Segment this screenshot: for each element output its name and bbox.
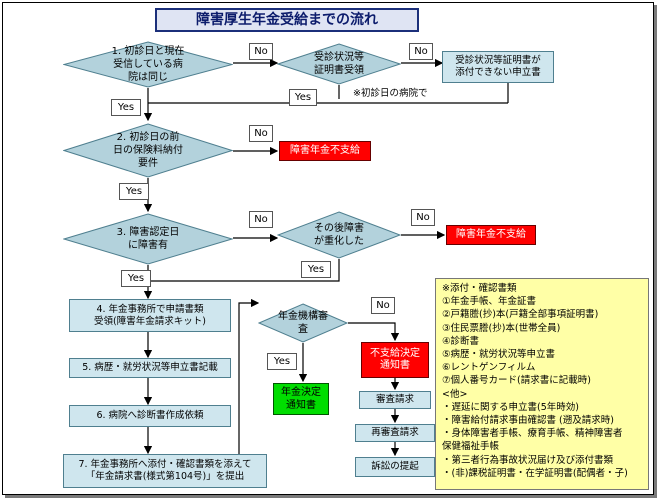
box-cert-missing-statement: 受診状況等証明書が 添付できない申立書 xyxy=(442,51,554,83)
label-yes-6: Yes xyxy=(267,353,297,370)
document-item: ②戸籍謄(抄)本(戸籍全部事項証明書) xyxy=(442,309,599,321)
review-request: 審査請求 xyxy=(359,391,431,409)
document-item: ・障害給付請求事由確認書 (遡及請求時) xyxy=(442,415,614,427)
note-first-visit-hospital: ※初診日の病院で xyxy=(353,88,428,99)
decision-pension-review: 年金機構審 査 xyxy=(258,303,348,343)
document-item: ⑥レントゲンフィルム xyxy=(442,362,536,374)
decision-disability-at-recognition: 3. 障害認定日 に障害有 xyxy=(63,213,233,265)
label-yes-5: Yes xyxy=(301,261,331,278)
page-title: 障害厚生年金受給までの流れ xyxy=(155,8,419,32)
label-no-6: No xyxy=(371,297,395,314)
label-no-4: No xyxy=(249,211,273,228)
step-5-medical-history-statement: 5. 病歴・就労状況等申立書記載 xyxy=(69,358,231,378)
result-no-pay-1: 障害年金不支給 xyxy=(279,141,371,161)
document-item: ・(非)課税証明書・在学証明書(配偶者・子) xyxy=(442,467,628,479)
document-item: ④診断書 xyxy=(442,335,480,347)
documents-heading: ※添付・確認書類 xyxy=(442,283,517,294)
decision-premium-requirement: 2. 初診日の前 日の保険料納付 要件 xyxy=(63,123,233,178)
label-no-1: No xyxy=(249,43,273,60)
no-pay-decision-notice: 不支給決定 通知書 xyxy=(361,342,429,378)
document-item: ①年金手帳、年金証書 xyxy=(442,296,537,308)
result-no-pay-2: 障害年金不支給 xyxy=(446,225,536,245)
label-yes-3: Yes xyxy=(119,183,149,200)
label-yes-4: Yes xyxy=(121,270,151,287)
step-6-request-diagnosis: 6. 病院へ診断書作成依頼 xyxy=(69,405,231,427)
document-item: ・遅延に関する申立書(5年時効) xyxy=(442,401,579,413)
document-item: ③住民票謄(抄)本(世帯全員) xyxy=(442,322,561,334)
document-item: ・身体障害者手帳、療育手帳、精神障害者 xyxy=(442,428,623,440)
decision-cert-received: 受診状況等 証明書受領 xyxy=(277,43,401,85)
step-7-submit-application: 7. 年金事務所へ添付・確認書類を添えて 「年金請求書(様式第104号)」を提出 xyxy=(63,454,267,488)
label-no-2: No xyxy=(409,43,433,60)
pension-decision-notice: 年金決定 通知書 xyxy=(273,383,329,415)
decision-same-hospital: 1. 初診日と現在 受信している病 院は同じ xyxy=(63,41,233,88)
decision-worsened-later: その後障害 が重化した xyxy=(277,211,401,259)
label-yes-d2: Yes xyxy=(289,89,317,106)
lawsuit-filing: 訴訟の提起 xyxy=(355,457,435,477)
re-review-request: 再審査請求 xyxy=(355,424,435,442)
document-item: 保健福祉手帳 xyxy=(442,441,500,453)
step-4-receive-documents: 4. 年金事務所で申請書類 受領(障害年金請求キット) xyxy=(69,299,231,332)
document-item: ・第三者行為事故状況届け及び添付書類 xyxy=(442,454,614,466)
required-documents-panel: ※添付・確認書類 ①年金手帳、年金証書 ②戸籍謄(抄)本(戸籍全部事項証明書) … xyxy=(435,278,649,490)
document-item: ⑦個人番号カード(請求書に記載時) xyxy=(442,375,591,387)
diagram-frame: 障害厚生年金受給までの流れ 1. 初診日と現在 受信している病 院は同じ No … xyxy=(2,2,654,495)
document-item: ⑤病歴・就労状況等申立書 xyxy=(442,349,556,361)
label-yes-1: Yes xyxy=(111,99,141,116)
label-no-3: No xyxy=(249,125,273,142)
label-no-5: No xyxy=(411,209,435,226)
document-item: <他> xyxy=(442,388,468,400)
